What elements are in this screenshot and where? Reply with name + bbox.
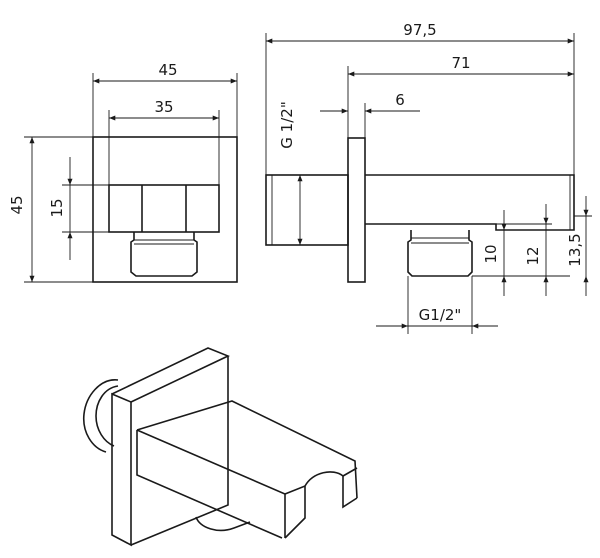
isometric-view xyxy=(82,347,358,547)
dim-outlet-thread: G1/2" xyxy=(376,276,498,334)
dim-plate-thickness: 6 xyxy=(320,91,420,138)
iso-plate-front xyxy=(111,392,132,547)
dim-overall-height: 45 xyxy=(8,136,93,283)
hex-nut-outline xyxy=(108,184,220,233)
dim-overall-width: 45 xyxy=(92,61,238,137)
iso-arm-end xyxy=(284,484,306,539)
dim-label-hex-height: 15 xyxy=(48,198,66,217)
arm-outline xyxy=(365,174,575,231)
iso-connector-bottom xyxy=(195,516,251,532)
dim-hex-width: 35 xyxy=(108,98,220,185)
iso-pipe-outline xyxy=(82,379,119,453)
iso-holder-slot xyxy=(304,471,358,509)
inlet-body-outline xyxy=(265,174,349,246)
iso-arm-side xyxy=(136,430,283,539)
iso-plate-top xyxy=(111,347,230,403)
dim-outlet-height-2: 12 xyxy=(496,204,552,296)
dim-label-outlet-height-3: 13,5 xyxy=(566,233,584,266)
front-view: 45 35 45 15 xyxy=(8,61,238,283)
front-connector-outline xyxy=(130,232,198,277)
dim-inlet-thread: G 1/2" xyxy=(278,101,303,245)
dim-label-total-length: 97,5 xyxy=(403,21,436,39)
side-plate-outline xyxy=(347,137,366,283)
dim-label-outlet-thread: G1/2" xyxy=(419,306,462,324)
dim-label-overall-width: 45 xyxy=(158,61,177,79)
dim-label-plate-thickness: 6 xyxy=(395,91,405,109)
dim-total-length: 97,5 xyxy=(265,21,575,175)
dim-label-arm-length: 71 xyxy=(451,54,470,72)
dim-label-hex-width: 35 xyxy=(154,98,173,116)
dim-label-overall-height: 45 xyxy=(8,195,26,214)
iso-pipe-inner xyxy=(95,385,119,447)
dim-outlet-height-3: 13,5 xyxy=(566,196,592,296)
dim-label-outlet-height-2: 12 xyxy=(524,246,542,265)
dim-label-inlet-thread: G 1/2" xyxy=(278,101,296,148)
dim-arm-length: 71 xyxy=(347,54,574,138)
dim-label-outlet-height-1: 10 xyxy=(482,244,500,263)
side-view: 97,5 71 6 G 1/2" G1/2" xyxy=(265,21,592,334)
side-connector-outline xyxy=(407,230,473,277)
dim-hex-height: 15 xyxy=(48,157,109,260)
iso-plate-side xyxy=(130,356,229,546)
front-plate-outline xyxy=(92,136,238,283)
dim-outlet-height-1: 10 xyxy=(482,210,514,296)
iso-holder-slot-edge xyxy=(342,467,358,477)
iso-arm-top xyxy=(136,400,358,499)
